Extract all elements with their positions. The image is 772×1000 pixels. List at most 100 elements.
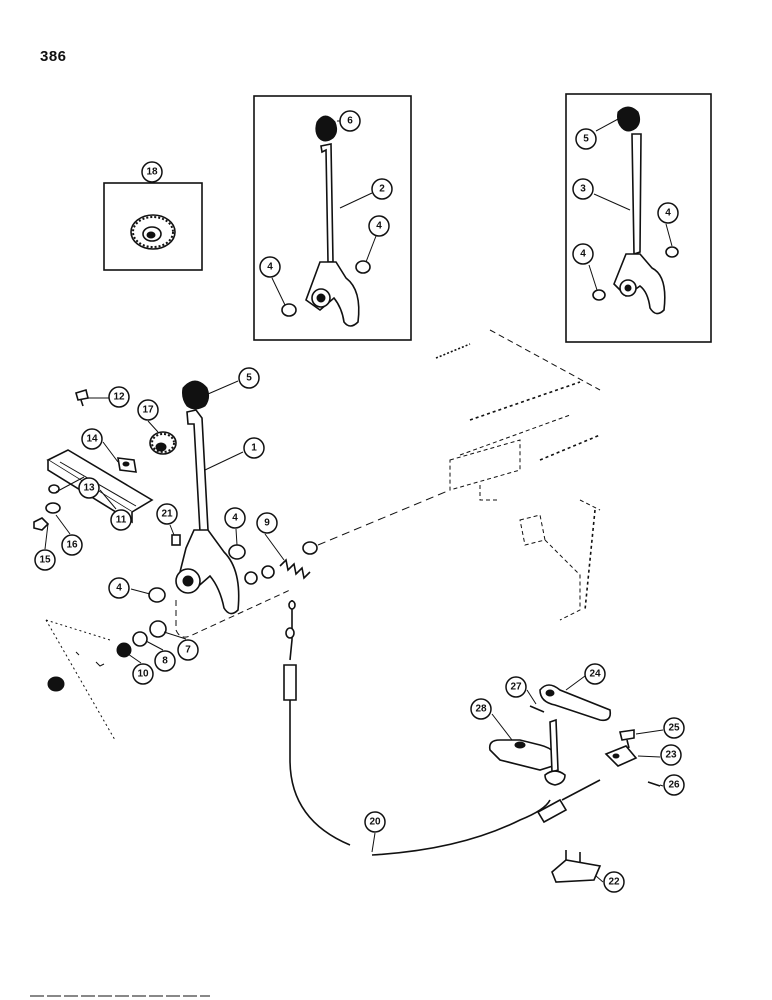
callout-number: 4	[267, 262, 273, 273]
callout-26: 26	[663, 774, 685, 796]
callout-number: 2	[379, 184, 385, 195]
callout-4: 4	[259, 256, 281, 278]
callout-number: 26	[668, 780, 680, 791]
callout-circle	[572, 243, 594, 265]
callout-number: 24	[589, 669, 601, 680]
callout-number: 3	[580, 184, 586, 195]
callout-circle	[224, 507, 246, 529]
callout-circle	[154, 650, 176, 672]
callout-20: 20	[364, 811, 386, 833]
callout-number: 16	[66, 540, 78, 551]
callout-circle	[657, 202, 679, 224]
callout-circle	[603, 871, 625, 893]
callout-circle	[364, 811, 386, 833]
callout-number: 8	[162, 656, 168, 667]
callout-number: 9	[264, 518, 270, 529]
callout-18: 18	[141, 161, 163, 183]
callout-number: 5	[583, 134, 589, 145]
callout-number: 18	[146, 167, 158, 178]
callout-4: 4	[108, 577, 130, 599]
callout-7: 7	[177, 639, 199, 661]
callout-23: 23	[660, 744, 682, 766]
callout-circle	[108, 386, 130, 408]
callout-3: 3	[572, 178, 594, 200]
callout-number: 25	[668, 723, 680, 734]
callout-number: 4	[232, 513, 238, 524]
inset-box-lever-3	[565, 93, 712, 343]
callout-28: 28	[470, 698, 492, 720]
callout-14: 14	[81, 428, 103, 450]
callout-circle	[572, 178, 594, 200]
callout-number: 10	[137, 669, 149, 680]
callout-circle	[78, 477, 100, 499]
callout-circle	[584, 663, 606, 685]
linkage-parts	[488, 684, 661, 883]
callout-8: 8	[154, 650, 176, 672]
callout-number: 1	[251, 443, 257, 454]
callout-circle	[156, 503, 178, 525]
callout-circle	[470, 698, 492, 720]
callout-circle	[660, 744, 682, 766]
callout-4: 4	[368, 215, 390, 237]
callout-number: 22	[608, 877, 620, 888]
callout-21: 21	[156, 503, 178, 525]
callout-number: 14	[86, 434, 98, 445]
callout-number: 28	[475, 704, 487, 715]
callout-24: 24	[584, 663, 606, 685]
callout-9: 9	[256, 512, 278, 534]
callout-number: 27	[510, 682, 522, 693]
callout-number: 20	[369, 817, 381, 828]
callout-number: 6	[347, 116, 353, 127]
main-lever-assembly	[116, 380, 318, 658]
callout-number: 7	[185, 645, 191, 656]
callout-circle	[177, 639, 199, 661]
callout-circle	[243, 437, 265, 459]
callout-number: 4	[665, 208, 671, 219]
leader-lines	[44, 117, 673, 883]
callout-4: 4	[224, 507, 246, 529]
callout-circle	[34, 549, 56, 571]
callout-circle	[259, 256, 281, 278]
callout-number: 21	[161, 509, 173, 520]
inset-box-knob	[103, 182, 203, 271]
callout-circle	[368, 215, 390, 237]
callout-15: 15	[34, 549, 56, 571]
callout-4: 4	[572, 243, 594, 265]
callout-number: 13	[83, 483, 95, 494]
callout-5: 5	[575, 128, 597, 150]
inset-box-lever-2	[253, 95, 412, 341]
callout-number: 4	[580, 249, 586, 260]
callout-number: 4	[116, 583, 122, 594]
callout-27: 27	[505, 676, 527, 698]
callout-11: 11	[110, 509, 132, 531]
callout-circle	[81, 428, 103, 450]
callout-circle	[256, 512, 278, 534]
connector-lines	[45, 489, 451, 741]
callout-circle	[505, 676, 527, 698]
callout-circle	[371, 178, 393, 200]
tractor-frame-outline	[435, 329, 601, 621]
callout-circle	[61, 534, 83, 556]
callout-13: 13	[78, 477, 100, 499]
callout-1: 1	[243, 437, 265, 459]
callout-circle	[132, 663, 154, 685]
callout-16: 16	[61, 534, 83, 556]
callout-circle	[339, 110, 361, 132]
callout-4: 4	[657, 202, 679, 224]
callout-circle	[110, 509, 132, 531]
callout-circle	[575, 128, 597, 150]
callout-number: 15	[39, 555, 51, 566]
callout-6: 6	[339, 110, 361, 132]
callout-number: 17	[142, 405, 154, 416]
callout-circle	[238, 367, 260, 389]
callout-10: 10	[132, 663, 154, 685]
callout-number: 4	[376, 221, 382, 232]
callout-2: 2	[371, 178, 393, 200]
callout-circle	[663, 717, 685, 739]
control-cable	[283, 600, 601, 856]
callout-circle	[137, 399, 159, 421]
callout-circle	[663, 774, 685, 796]
callout-25: 25	[663, 717, 685, 739]
callout-5: 5	[238, 367, 260, 389]
